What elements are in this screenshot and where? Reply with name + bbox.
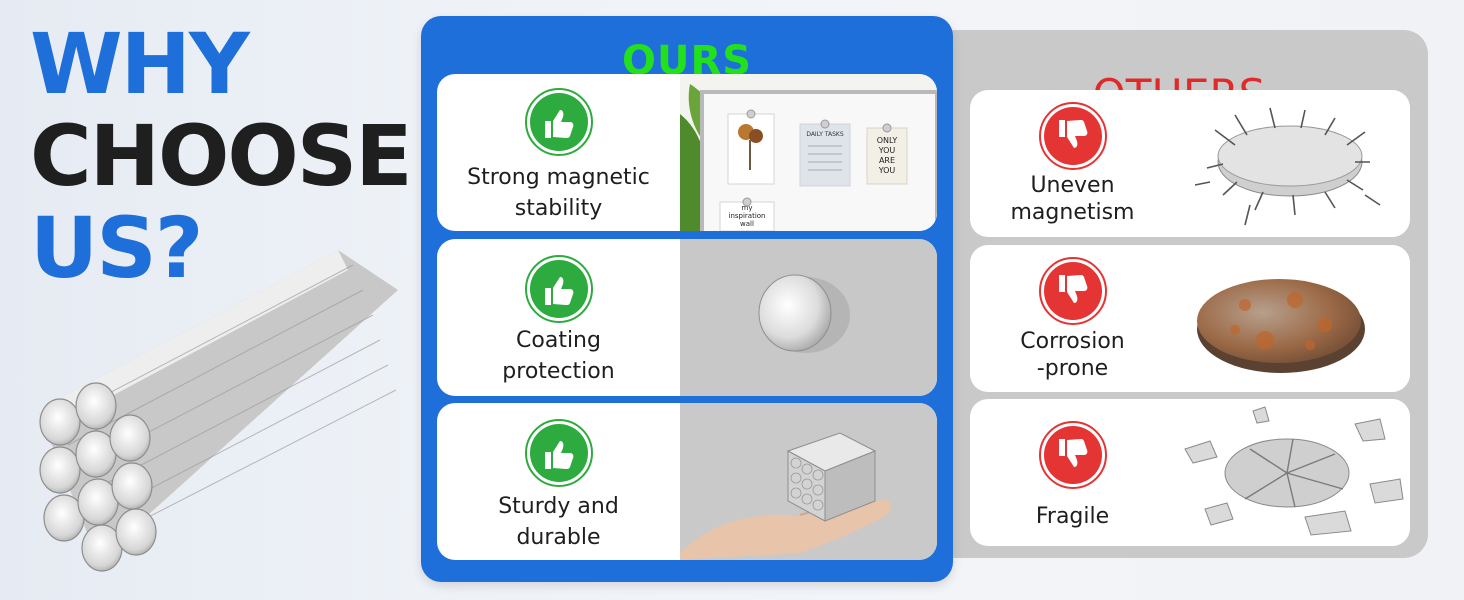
thumbs-down-icon [1038, 257, 1107, 325]
thumbs-up-icon [524, 419, 593, 487]
others-label-uneven-magnetism: Uneven magnetism [1010, 173, 1135, 225]
others-card-fragile: Fragile [970, 399, 1410, 546]
ours-card-sturdy-durable: Sturdy and durable [437, 403, 937, 560]
broken-magnet-image [1175, 399, 1410, 546]
whiteboard-photo: DAILY TASKS ONLY YOU ARE YOU my inspirat… [680, 74, 937, 231]
headline-choose: CHOOSE [30, 107, 413, 205]
ours-label-sturdy-durable: Sturdy and durable [498, 494, 619, 550]
only-you-note-text: ONLY YOU ARE YOU [876, 136, 898, 175]
thumbs-down-icon [1038, 102, 1107, 170]
ours-label-magnetic-stability: Strong magnetic stability [467, 165, 650, 221]
thumbs-up-icon [524, 255, 593, 323]
others-label-fragile: Fragile [1035, 504, 1110, 529]
inspiration-wall-text: my inspiration wall [728, 204, 766, 228]
headline-us: US? [30, 199, 203, 297]
magnet-stack-in-hand-image [680, 403, 937, 560]
daily-tasks-text: DAILY TASKS [806, 131, 844, 138]
thumbs-up-icon [524, 88, 593, 156]
others-card-corrosion-prone: Corrosion -prone [970, 245, 1410, 392]
headline: WHY CHOOSE US? [30, 15, 413, 297]
magnet-stack-image [38, 250, 398, 572]
ours-card-magnetic-stability: Strong magnetic stability DAILY TASKS [437, 74, 937, 231]
headline-why: WHY [30, 15, 250, 113]
magnet-with-nails-image [1175, 90, 1410, 237]
single-disc-magnet-image [680, 239, 937, 396]
ours-label-coating-protection: Coating protection [502, 328, 615, 384]
others-card-uneven-magnetism: Uneven magnetism [970, 90, 1410, 237]
others-label-corrosion-prone: Corrosion -prone [1020, 329, 1125, 381]
thumbs-down-icon [1038, 421, 1107, 489]
rusty-disc-image [1175, 245, 1410, 392]
ours-card-coating-protection: Coating protection [437, 239, 937, 396]
